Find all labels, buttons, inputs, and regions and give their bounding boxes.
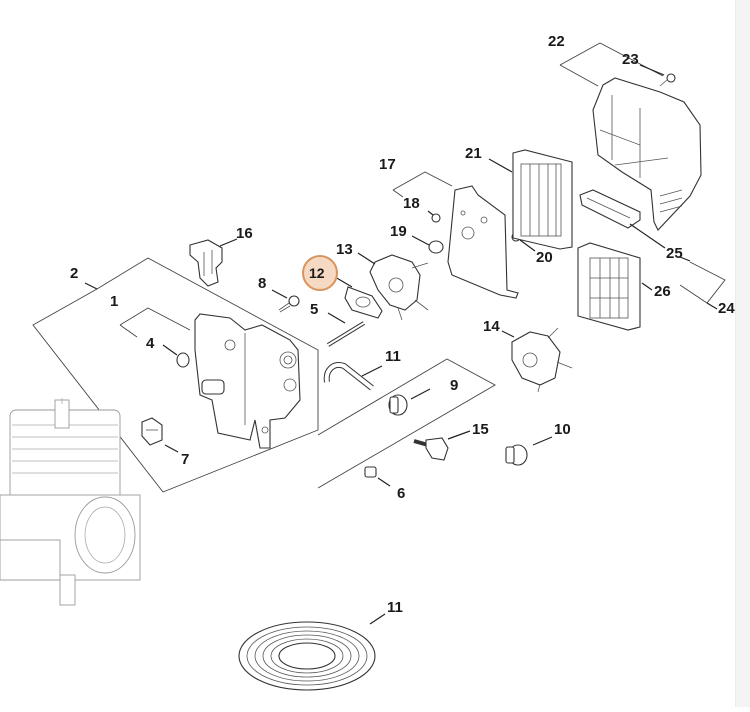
callout-14[interactable]: 14	[483, 318, 500, 335]
callout-12[interactable]: 12	[309, 265, 325, 281]
callout-11-coil[interactable]: 11	[387, 599, 403, 616]
part-7-retainer	[141, 417, 163, 446]
part-16-bracket	[189, 239, 223, 287]
callout-9[interactable]: 9	[450, 377, 458, 394]
part-9-primer-bulb	[388, 394, 408, 416]
callout-1[interactable]: 1	[110, 293, 118, 310]
callout-23[interactable]: 23	[622, 51, 639, 68]
callout-10[interactable]: 10	[554, 421, 571, 438]
callout-24[interactable]: 24	[718, 300, 735, 317]
callout-11-hose[interactable]: 11	[385, 348, 401, 365]
part-12-gasket	[344, 286, 383, 319]
part-25-filter-tray	[579, 189, 641, 229]
part-10-primer-bulb	[505, 444, 528, 466]
scrollbar-track[interactable]	[735, 0, 750, 707]
group-frame-2	[32, 257, 319, 493]
part-17-carrier-plate	[447, 185, 519, 299]
part-18-plug	[431, 213, 441, 223]
callout-2[interactable]: 2	[70, 265, 78, 282]
part-4-grommet	[176, 352, 190, 368]
callout-18[interactable]: 18	[403, 195, 420, 212]
highlight-circle-12[interactable]	[302, 255, 338, 291]
callout-15[interactable]: 15	[472, 421, 489, 438]
part-15-fitting	[413, 437, 449, 461]
callout-21[interactable]: 21	[465, 145, 482, 162]
part-11-spiral-coil	[238, 621, 376, 691]
group-frame-1-4	[119, 307, 191, 338]
part-6-clip	[364, 466, 377, 478]
leader-lines	[84, 64, 718, 625]
engine-block-illustration	[0, 398, 141, 606]
callout-17[interactable]: 17	[379, 156, 396, 173]
group-frame-9-15	[317, 358, 496, 489]
part-23-screw	[659, 73, 676, 87]
part-13-carburetor	[369, 254, 429, 321]
callout-20[interactable]: 20	[536, 249, 553, 266]
callout-22[interactable]: 22	[548, 33, 565, 50]
callout-5[interactable]: 5	[310, 301, 318, 318]
part-1-housing	[194, 313, 301, 449]
group-frame-24	[679, 261, 726, 304]
callout-19[interactable]: 19	[390, 223, 407, 240]
part-26-pre-filter	[577, 242, 641, 331]
callout-25[interactable]: 25	[666, 245, 683, 262]
group-frame-22	[559, 42, 664, 87]
callout-7[interactable]: 7	[181, 451, 189, 468]
callout-16[interactable]: 16	[236, 225, 253, 242]
group-frame-17	[392, 171, 453, 198]
callout-13[interactable]: 13	[336, 241, 353, 258]
callout-6[interactable]: 6	[397, 485, 405, 502]
callout-8[interactable]: 8	[258, 275, 266, 292]
callout-labels: 1 2 4 5 6 7 8 9 10 11 11 12 13 14 15 16 …	[70, 33, 735, 616]
callout-26[interactable]: 26	[654, 283, 671, 300]
part-22-filter-cover	[592, 77, 702, 231]
part-5-stud	[326, 321, 366, 347]
part-19-choke-knob	[428, 240, 444, 254]
callout-4[interactable]: 4	[146, 335, 155, 352]
part-21-air-filter	[512, 149, 573, 250]
part-14-carburetor	[511, 327, 573, 393]
part-11-fuel-hose	[323, 362, 374, 391]
part-8-screw	[278, 295, 300, 313]
